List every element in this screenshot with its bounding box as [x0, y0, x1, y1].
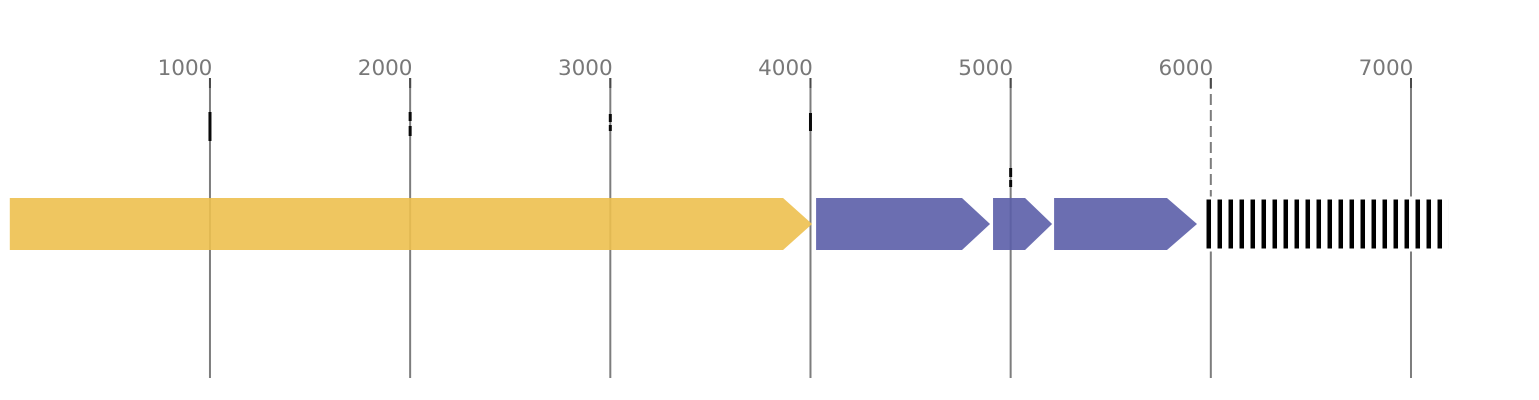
feature-arrow-feature-1: [9, 198, 813, 250]
feature-arrow-feature-4: [1054, 198, 1198, 250]
tick-label-4000: 4000: [758, 56, 813, 81]
feature-box-edge-feature-5: [1200, 196, 1452, 252]
feature-box-hatch-feature-5: [1202, 198, 1451, 250]
feature-arrow-feature-2: [816, 198, 991, 250]
tick-label-3000: 3000: [558, 56, 613, 81]
tick-label-2000: 2000: [358, 56, 413, 81]
tick-label-6000: 6000: [1158, 56, 1213, 81]
tick-label-7000: 7000: [1359, 56, 1414, 81]
feature-arrow-feature-3: [993, 198, 1053, 250]
tick-label-1000: 1000: [158, 56, 213, 81]
tick-label-5000: 5000: [958, 56, 1013, 81]
